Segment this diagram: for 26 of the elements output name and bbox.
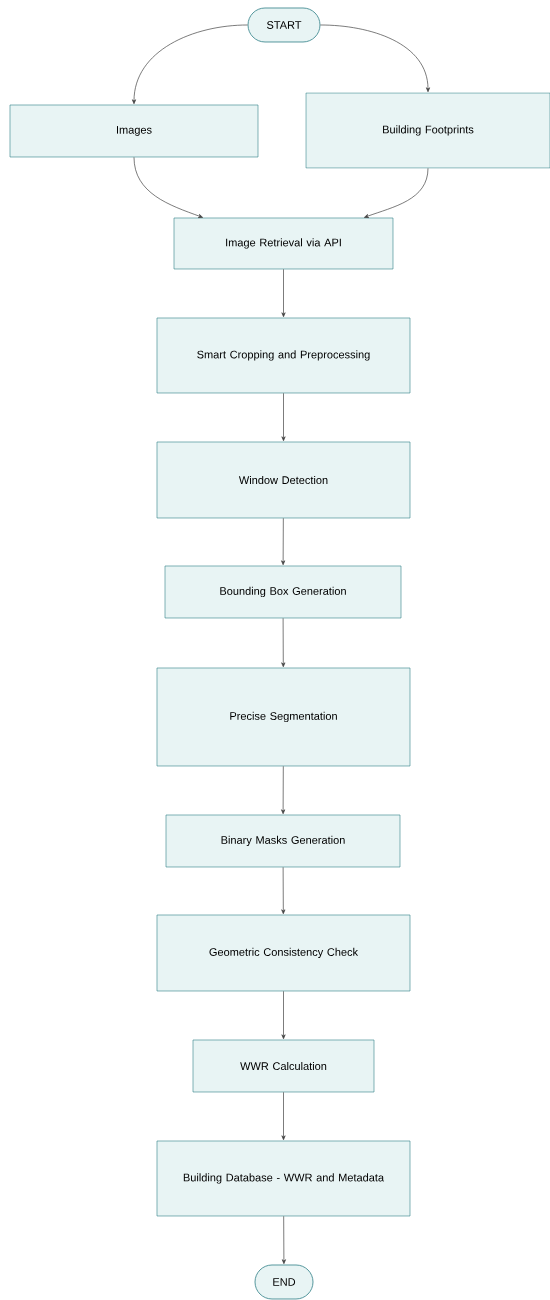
process-box: Images [9,104,259,158]
process-box: Building Footprints [305,92,550,169]
arrow [281,866,286,915]
arrow [281,1215,286,1265]
process-box: Window Detection [156,441,411,519]
arrow [281,268,286,318]
arrow [281,617,286,668]
terminal-node: END [254,1264,314,1300]
process-box: Bounding Box Generation [164,565,402,619]
arrow [281,517,286,566]
arrow [281,990,286,1040]
process-box: Precise Segmentation [156,667,411,767]
arrow [131,24,248,105]
arrow [281,392,286,442]
process-box: Binary Masks Generation [165,814,401,868]
process-box: Smart Cropping and Preprocessing [156,317,411,394]
arrow [281,1091,286,1141]
terminal-node: START [247,7,321,43]
process-box: Image Retrieval via API [173,217,394,270]
arrow [320,24,431,93]
process-box: WWR Calculation [192,1039,375,1093]
arrow [364,167,429,218]
arrow [133,156,203,218]
arrow [281,765,286,815]
process-box: Building Database - WWR and Metadata [156,1140,411,1217]
process-box: Geometric Consistency Check [156,914,411,992]
